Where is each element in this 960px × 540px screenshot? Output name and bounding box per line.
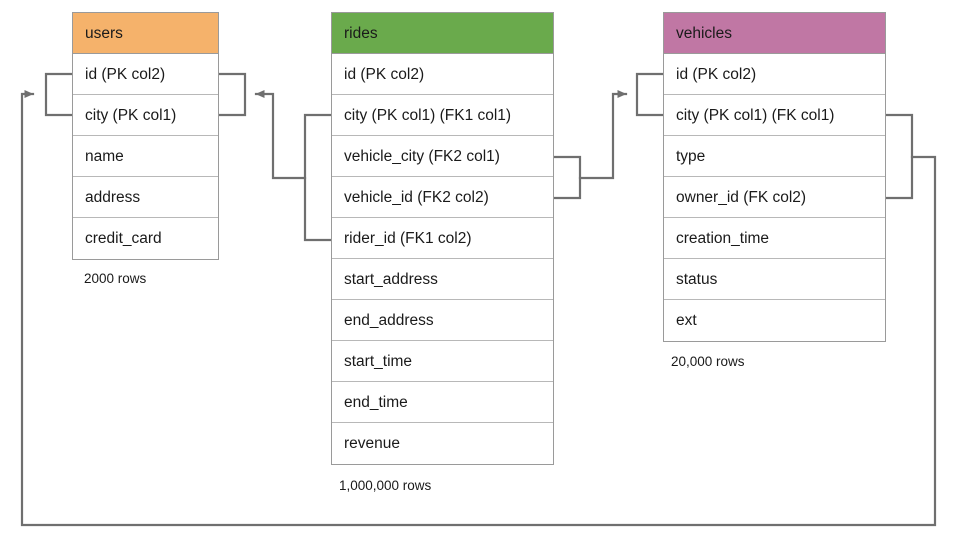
table-rides-column-revenue[interactable]: revenue	[344, 435, 401, 452]
table-vehicles-column-type[interactable]: type	[664, 136, 885, 177]
table-vehicles-header: vehicles	[664, 13, 885, 54]
table-rides-column-rider-id[interactable]: rider_id (FK1 col2)	[332, 218, 553, 259]
table-users-column-id[interactable]: id (PK col2)	[73, 54, 218, 95]
table-vehicles-row-count: 20,000 rows	[671, 354, 745, 369]
table-vehicles-column-city[interactable]: city (PK col1) (FK col1)	[664, 95, 885, 136]
table-rides-column-end-time[interactable]: end_time	[332, 382, 553, 423]
connector-rides-fk2-to-vehicles	[578, 90, 628, 180]
table-rides-column-vehicle-id[interactable]: vehicle_id (FK2 col2)	[332, 177, 553, 218]
connector-vehicles-left-bracket	[635, 72, 665, 117]
connector-users-right-bracket	[217, 72, 247, 117]
table-vehicles[interactable]: vehicles id (PK col2) city (PK col1) (FK…	[663, 12, 886, 342]
table-vehicles-column-owner-id[interactable]: owner_id (FK col2)	[664, 177, 885, 218]
table-vehicles-column-creation-time[interactable]: creation_time	[664, 218, 885, 259]
table-rides-header: rides	[332, 13, 553, 54]
connector-rides-fk1-to-users	[254, 90, 307, 180]
table-users[interactable]: users id (PK col2) city (PK col1) name a…	[72, 12, 219, 260]
connector-rides-fk2-bracket	[552, 155, 582, 200]
table-users-header: users	[73, 13, 218, 54]
connector-vehicles-right-bracket	[884, 113, 914, 200]
table-users-row-count: 2000 rows	[84, 271, 147, 286]
table-vehicles-column-id[interactable]: id (PK col2)	[664, 54, 885, 95]
table-rides-row-count: 1,000,000 rows	[339, 478, 432, 493]
table-rides-column-id[interactable]: id (PK col2)	[332, 54, 553, 95]
connector-users-left-bracket	[44, 72, 74, 117]
table-users-column-city[interactable]: city (PK col1)	[73, 95, 218, 136]
table-rides-column-vehicle-city[interactable]: vehicle_city (FK2 col1)	[332, 136, 553, 177]
table-vehicles-column-status[interactable]: status	[664, 259, 885, 300]
table-rides[interactable]: rides id (PK col2) city (PK col1) (FK1 c…	[331, 12, 554, 465]
table-rides-column-start-time[interactable]: start_time	[332, 341, 553, 382]
table-rides-column-start-address[interactable]: start_address	[332, 259, 553, 300]
table-users-column-credit-card[interactable]: credit_card	[85, 230, 162, 247]
connector-rides-fk1-bracket	[303, 113, 333, 242]
table-vehicles-column-ext[interactable]: ext	[676, 312, 697, 329]
table-users-column-address[interactable]: address	[73, 177, 218, 218]
table-rides-column-end-address[interactable]: end_address	[332, 300, 553, 341]
table-rides-column-city[interactable]: city (PK col1) (FK1 col1)	[332, 95, 553, 136]
table-users-column-name[interactable]: name	[73, 136, 218, 177]
